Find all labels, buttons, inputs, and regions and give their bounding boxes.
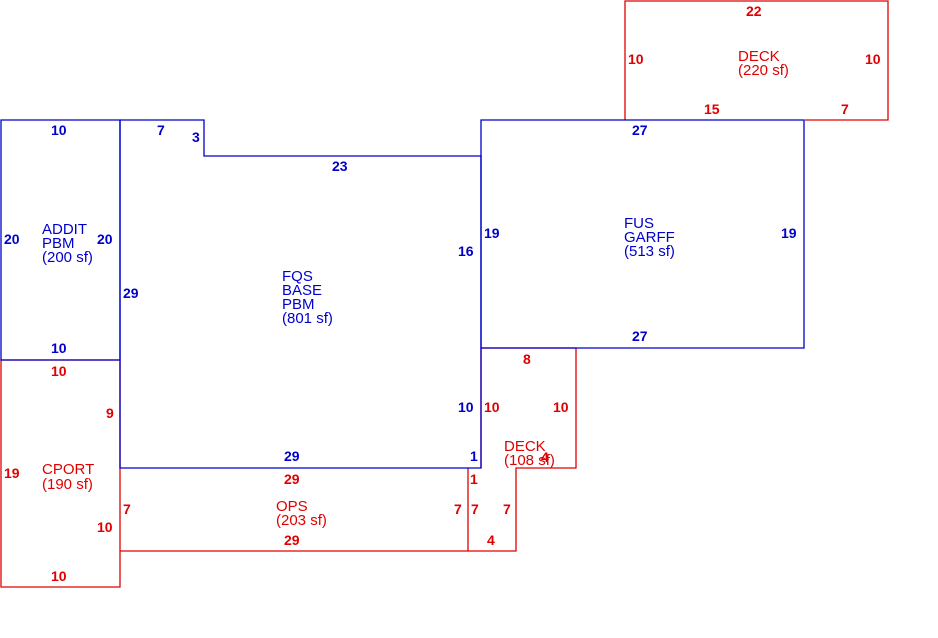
deck-top-label: DECK (220 sf) (738, 48, 789, 79)
dim-base-right-lower: 10 (458, 399, 474, 415)
dim-base-notch: 3 (192, 129, 200, 145)
exterior-dimensions: 22 10 10 15 7 8 10 10 4 7 7 4 10 19 9 10… (4, 3, 881, 584)
dim-base-bottom: 29 (284, 448, 300, 464)
dim-cport-right-lower: 10 (97, 519, 113, 535)
dim-cport-bottom: 10 (51, 568, 67, 584)
dim-garff-right: 19 (781, 225, 797, 241)
dim-garff-left: 19 (484, 225, 500, 241)
dim-deck-top-bottom-right: 7 (841, 101, 849, 117)
cport-label: CPORT (190 sf) (42, 461, 98, 493)
addit-label: ADDIT PBM (200 sf) (42, 221, 93, 266)
dim-deck-small-inner-b: 7 (503, 501, 511, 517)
dim-base-step: 1 (470, 448, 478, 464)
dim-ops-right: 7 (454, 501, 462, 517)
dim-base-right-upper: 16 (458, 243, 474, 259)
base-label: FQS BASE PBM (801 sf) (282, 268, 333, 327)
dim-cport-left: 19 (4, 465, 20, 481)
deck-small-label: DECK (108 sf) (504, 438, 555, 469)
dim-addit-right: 20 (97, 231, 113, 247)
dim-base-left: 29 (123, 285, 139, 301)
dim-deck-small-top: 8 (523, 351, 531, 367)
area-labels: ADDIT PBM (200 sf) FQS BASE PBM (801 sf)… (42, 48, 789, 529)
dim-addit-top: 10 (51, 122, 67, 138)
dim-garff-bottom: 27 (632, 328, 648, 344)
dim-deck-small-step: 4 (541, 449, 549, 465)
dim-deck-small-bottom: 4 (487, 532, 495, 548)
dim-garff-top: 27 (632, 122, 648, 138)
dim-deck-top-top: 22 (746, 3, 762, 19)
dim-deck-small-inner-a: 7 (471, 501, 479, 517)
dim-ops-step: 1 (470, 471, 478, 487)
dim-addit-bottom: 10 (51, 340, 67, 356)
living-outlines (0, 119, 805, 469)
ops-label: OPS (203 sf) (276, 498, 327, 529)
dim-ops-top: 29 (284, 471, 300, 487)
dim-ops-left: 7 (123, 501, 131, 517)
deck-top-outline (624, 0, 889, 121)
dim-base-top-left: 7 (157, 122, 165, 138)
dim-addit-left: 20 (4, 231, 20, 247)
dim-cport-right-upper: 9 (106, 405, 114, 421)
dim-deck-small-right: 10 (553, 399, 569, 415)
living-dimensions: 10 20 20 10 7 3 23 29 16 10 29 1 27 19 1… (4, 122, 797, 464)
dim-deck-top-right: 10 (865, 51, 881, 67)
dim-deck-top-bottom-left: 15 (704, 101, 720, 117)
dim-ops-bottom: 29 (284, 532, 300, 548)
garff-outline (480, 119, 805, 349)
garff-label: FUS GARFF (513 sf) (624, 215, 679, 260)
dim-deck-top-left: 10 (628, 51, 644, 67)
dim-deck-small-left: 10 (484, 399, 500, 415)
dim-base-top: 23 (332, 158, 348, 174)
dim-cport-top: 10 (51, 363, 67, 379)
